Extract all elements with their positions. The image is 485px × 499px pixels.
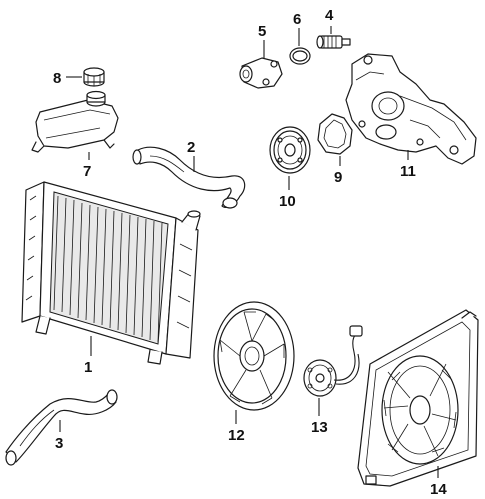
callout-13: 13 <box>311 419 328 436</box>
callout-7: 7 <box>83 163 91 180</box>
callout-12: 12 <box>228 427 245 444</box>
fan-motor <box>303 325 363 397</box>
callout-1: 1 <box>84 359 92 376</box>
thermostat-housing <box>239 57 283 89</box>
callout-2: 2 <box>187 139 195 156</box>
callout-5: 5 <box>258 23 266 40</box>
callout-6: 6 <box>293 11 301 28</box>
thermostat <box>316 35 351 49</box>
reservoir-cap <box>83 67 105 87</box>
radiator <box>21 181 201 365</box>
callout-3: 3 <box>55 435 63 452</box>
callout-9: 9 <box>334 169 342 186</box>
callout-11: 11 <box>400 163 416 180</box>
water-pump-gasket <box>317 113 353 155</box>
water-pump-pulley <box>269 126 311 174</box>
coolant-reservoir <box>31 90 119 153</box>
callout-8: 8 <box>53 70 61 87</box>
callout-4: 4 <box>325 7 334 24</box>
leader-lines <box>59 26 439 478</box>
fan-shroud-assembly <box>357 309 479 487</box>
fan-shroud-ring <box>213 301 295 411</box>
callout-10: 10 <box>279 193 296 210</box>
callout-labels: 1 2 3 4 5 6 7 8 9 10 11 12 13 14 <box>53 7 447 498</box>
callout-14: 14 <box>430 481 447 498</box>
upper-radiator-hose <box>132 146 246 209</box>
water-pump-housing <box>345 53 477 165</box>
lower-radiator-hose <box>5 389 118 466</box>
thermostat-seal <box>289 47 311 65</box>
